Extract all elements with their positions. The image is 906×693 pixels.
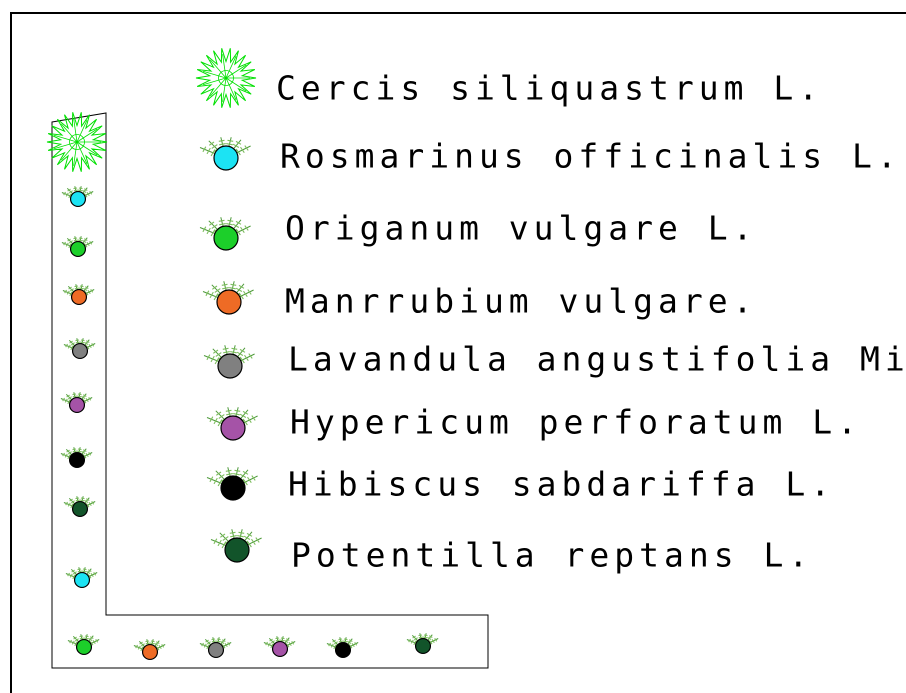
- shrub-symbol-icon: [206, 407, 258, 441]
- shrub-symbol-icon: [203, 345, 255, 379]
- plan-shrub-manrrubium-vulgare: [133, 639, 166, 661]
- shrub-symbol-icon: [202, 281, 254, 315]
- legend-item-hypericum-perforatum-l: Hypericum perforatum L.: [206, 403, 862, 442]
- legend-label: Origanum vulgare L.: [285, 209, 758, 248]
- tree-symbol-icon: [195, 48, 257, 108]
- legend-item-manrrubium-vulgare: Manrrubium vulgare.: [202, 281, 758, 321]
- legend-item-hibiscus-sabdariffa-l: Hibiscus sabdariffa L.: [206, 465, 835, 504]
- legend-label: Hypericum perforatum L.: [290, 403, 862, 442]
- plan-shrub-rosmarinus-officinalis-l: [61, 186, 94, 208]
- plan-shrub-manrrubium-vulgare: [62, 284, 95, 306]
- vertical-arm: [46, 112, 108, 589]
- plan-shrub-hibiscus-sabdariffa-l: [60, 447, 93, 469]
- legend-label: Cercis siliquastrum L.: [276, 69, 823, 108]
- plan-shrub-lavandula-angustifolia-mill: [63, 338, 96, 360]
- shrub-symbol-icon: [206, 467, 258, 501]
- legend-item-lavandula-angustifolia-mill: Lavandula angustifolia Mill.: [203, 340, 906, 379]
- legend-label: Rosmarinus officinalis L.: [280, 137, 902, 176]
- plan-shrub-hypericum-perforatum-l: [60, 392, 93, 414]
- plan-shrub-origanum-vulgare-l: [67, 634, 100, 656]
- plan-tree-cercis-siliquastrum-l: [46, 112, 108, 172]
- legend-label: Manrrubium vulgare.: [285, 282, 758, 321]
- shrub-symbol-icon: [199, 137, 251, 171]
- legend-item-cercis-siliquastrum-l: Cercis siliquastrum L.: [195, 48, 823, 108]
- frame-border: [10, 12, 906, 693]
- plan-shrub-origanum-vulgare-l: [61, 236, 94, 258]
- legend-item-potentilla-reptans-l: Potentilla reptans L.: [210, 529, 813, 575]
- legend-label: Lavandula angustifolia Mill.: [288, 340, 906, 379]
- plan-shrub-hypericum-perforatum-l: [263, 636, 296, 658]
- legend: Cercis siliquastrum L. Rosmarinus officin…: [195, 48, 906, 575]
- legend-label: Potentilla reptans L.: [291, 536, 813, 575]
- legend-item-origanum-vulgare-l: Origanum vulgare L.: [199, 209, 758, 251]
- plan-shrub-rosmarinus-officinalis-l: [65, 567, 98, 589]
- planting-bed-outline: [51, 112, 489, 669]
- shrub-symbol-icon: [210, 529, 262, 563]
- plan-shrub-lavandula-angustifolia-mill: [199, 637, 232, 659]
- shrub-symbol-icon: [199, 217, 251, 251]
- plan-shrub-potentilla-reptans-l: [63, 496, 96, 518]
- horizontal-arm: [67, 633, 439, 661]
- plan-shrub-potentilla-reptans-l: [406, 633, 439, 655]
- legend-item-rosmarinus-officinalis-l: Rosmarinus officinalis L.: [199, 137, 902, 176]
- plan-shrub-hibiscus-sabdariffa-l: [326, 637, 359, 659]
- plan-layer: [46, 112, 439, 661]
- legend-label: Hibiscus sabdariffa L.: [288, 465, 835, 504]
